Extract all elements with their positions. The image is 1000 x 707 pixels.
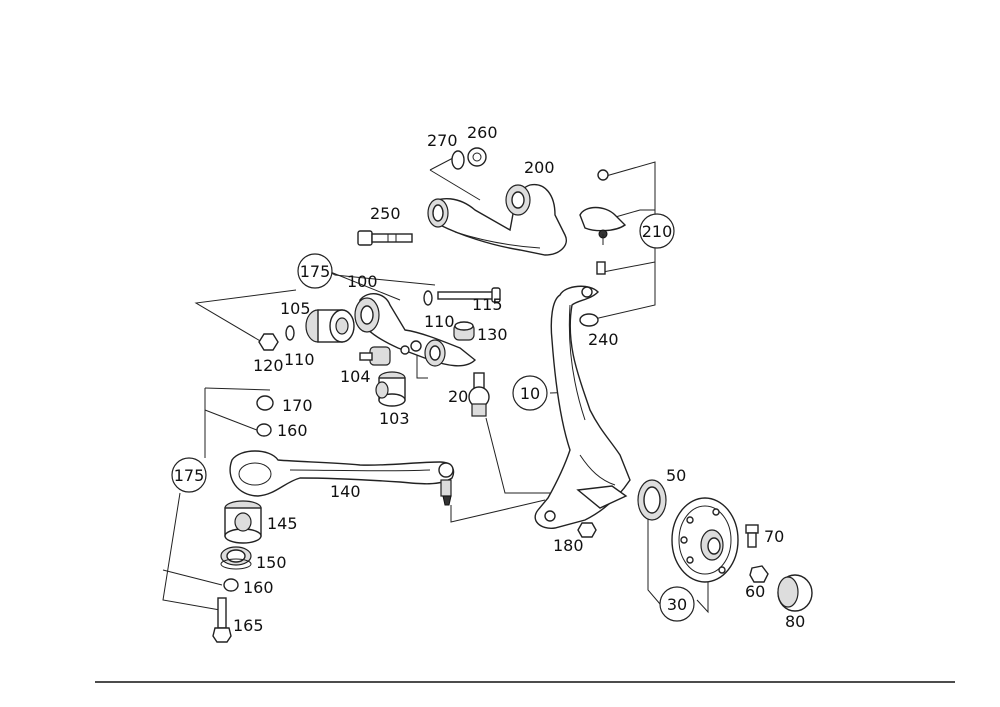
seal-50 (637, 479, 667, 521)
callout-ring-210 (639, 213, 675, 249)
dust-cap-80 (777, 574, 813, 612)
nut-120 (258, 333, 279, 351)
label-250: 250 (370, 204, 401, 223)
bushing-150 (220, 546, 252, 570)
washer-270 (451, 150, 465, 170)
wheel-hub-30 (671, 497, 739, 583)
label-10: 10 (520, 384, 540, 403)
nut-240 (579, 313, 599, 327)
bushing-105 (305, 309, 355, 343)
label-140: 140 (330, 482, 361, 501)
label-103: 103 (379, 409, 410, 428)
label-170: 170 (282, 396, 313, 415)
nut-60 (749, 565, 769, 583)
nut-180 (577, 522, 597, 538)
label-130: 130 (477, 325, 508, 344)
label-80: 80 (785, 612, 805, 631)
ball-joint-20 (468, 372, 490, 417)
ball-joint-upper (579, 206, 627, 245)
label-50: 50 (666, 466, 686, 485)
steering-knuckle (534, 285, 631, 529)
washer-110-left (285, 325, 295, 341)
label-260: 260 (467, 123, 498, 142)
bushing-104 (359, 340, 422, 366)
label-210: 210 (642, 222, 673, 241)
washer-110-right (423, 290, 433, 306)
callout-ring-30 (659, 586, 695, 622)
bolt-210-small (596, 261, 606, 275)
washer-160-bottom (223, 578, 239, 592)
nut-170 (256, 395, 274, 411)
nut-210-top (597, 169, 609, 181)
label-165: 165 (233, 616, 264, 635)
label-145: 145 (267, 514, 298, 533)
label-160-top: 160 (277, 421, 308, 440)
label-70: 70 (764, 527, 784, 546)
label-160-bottom: 160 (243, 578, 274, 597)
label-175-upper: 175 (300, 262, 331, 281)
bolt-115 (437, 287, 501, 303)
callout-ring-10 (512, 375, 548, 411)
label-20: 20 (448, 387, 468, 406)
label-175-lower: 175 (174, 466, 205, 485)
bolt-70 (745, 524, 759, 548)
nut-260 (467, 147, 487, 167)
bolt-165 (212, 597, 232, 643)
label-240: 240 (588, 330, 619, 349)
lower-arm-100 (354, 293, 477, 367)
callout-ring-175-upper (297, 253, 333, 289)
bushing-145 (224, 500, 262, 544)
washer-160-top (256, 423, 272, 437)
label-270: 270 (427, 131, 458, 150)
upper-control-arm (427, 183, 567, 256)
label-105: 105 (280, 299, 311, 318)
callout-ring-175-lower (171, 457, 207, 493)
label-150: 150 (256, 553, 287, 572)
label-30: 30 (667, 595, 687, 614)
label-115: 115 (472, 295, 503, 314)
label-200: 200 (524, 158, 555, 177)
label-120: 120 (253, 356, 284, 375)
nut-130 (453, 321, 475, 341)
tension-arm-140 (229, 450, 455, 506)
label-60: 60 (745, 582, 765, 601)
label-100: 100 (347, 272, 378, 291)
label-110-right: 110 (424, 312, 455, 331)
bolt-250 (357, 230, 413, 246)
bushing-103 (375, 371, 406, 407)
label-110-left: 110 (284, 350, 315, 369)
label-104: 104 (340, 367, 371, 386)
label-180: 180 (553, 536, 584, 555)
